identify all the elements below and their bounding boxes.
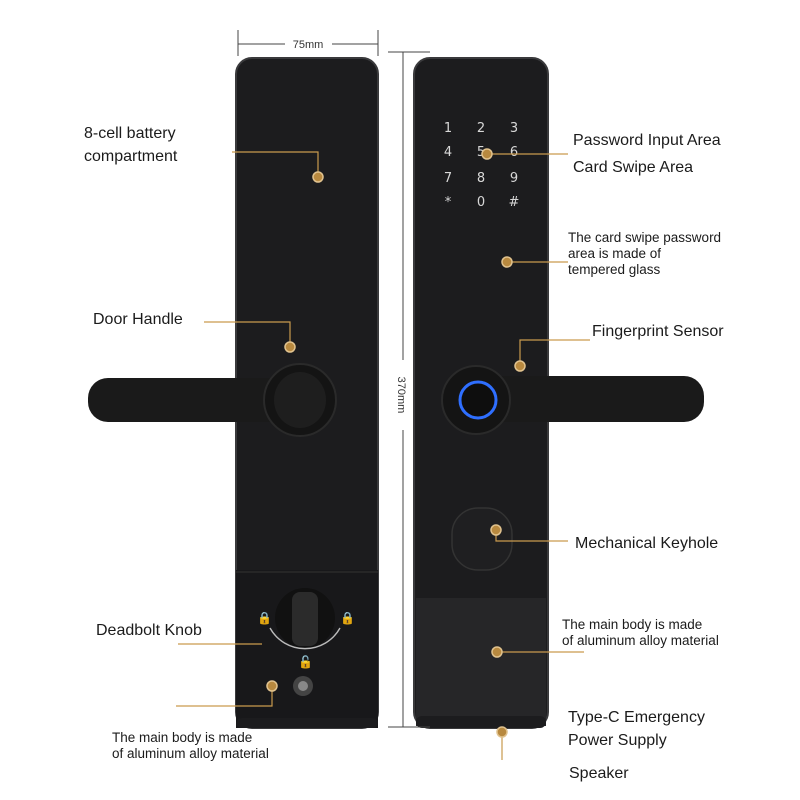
keyhole-cover: [451, 507, 513, 571]
label-speaker: Speaker: [569, 765, 629, 782]
lock-icon-left: 🔒: [257, 611, 272, 625]
label-main-body-right: The main body is made of aluminum alloy …: [562, 617, 719, 648]
keypad-key: 2: [477, 121, 485, 136]
label-battery-compartment: 8-cell battery compartment: [84, 125, 178, 165]
label-tempered-glass: The card swipe password area is made of …: [568, 230, 722, 277]
deadbolt-knob: [292, 592, 318, 646]
callout-lines: [176, 151, 590, 760]
keypad-key: #: [509, 195, 520, 210]
height-dimension: 370mm: [395, 377, 407, 414]
front-panel-lower: [416, 598, 546, 726]
label-door-handle: Door Handle: [93, 311, 183, 328]
front-door-handle: [456, 376, 704, 422]
keypad: 1 2 3 4 5 6 7 8 9 * 0 #: [444, 121, 520, 210]
keypad-key: 3: [510, 121, 518, 136]
label-card-swipe-area: Card Swipe Area: [573, 159, 694, 176]
width-dimension: 75mm: [293, 39, 324, 51]
lock-icon-right: 🔒: [340, 611, 355, 625]
unlock-icon: 🔓: [298, 655, 313, 669]
keypad-key: 8: [477, 171, 485, 186]
label-deadbolt-knob: Deadbolt Knob: [96, 622, 202, 639]
label-main-body-left: The main body is made of aluminum alloy …: [112, 730, 269, 761]
keypad-key: 6: [510, 145, 518, 160]
keypad-key: 5: [477, 145, 485, 160]
fingerprint-sensor: [458, 380, 498, 420]
keypad-key: *: [445, 195, 452, 210]
callout-dots: [266, 148, 526, 738]
keypad-key: 0: [477, 195, 485, 210]
keypad-key: 4: [444, 145, 452, 160]
keypad-key: 1: [444, 121, 452, 136]
label-typec-power: Type-C Emergency Power Supply: [568, 709, 705, 749]
label-mechanical-keyhole: Mechanical Keyhole: [575, 535, 719, 552]
back-panel-bottom: [236, 718, 378, 728]
label-password-input-area: Password Input Area: [573, 132, 721, 149]
keypad-key: 9: [510, 171, 518, 186]
label-fingerprint-sensor: Fingerprint Sensor: [592, 323, 724, 340]
keypad-key: 7: [444, 171, 452, 186]
